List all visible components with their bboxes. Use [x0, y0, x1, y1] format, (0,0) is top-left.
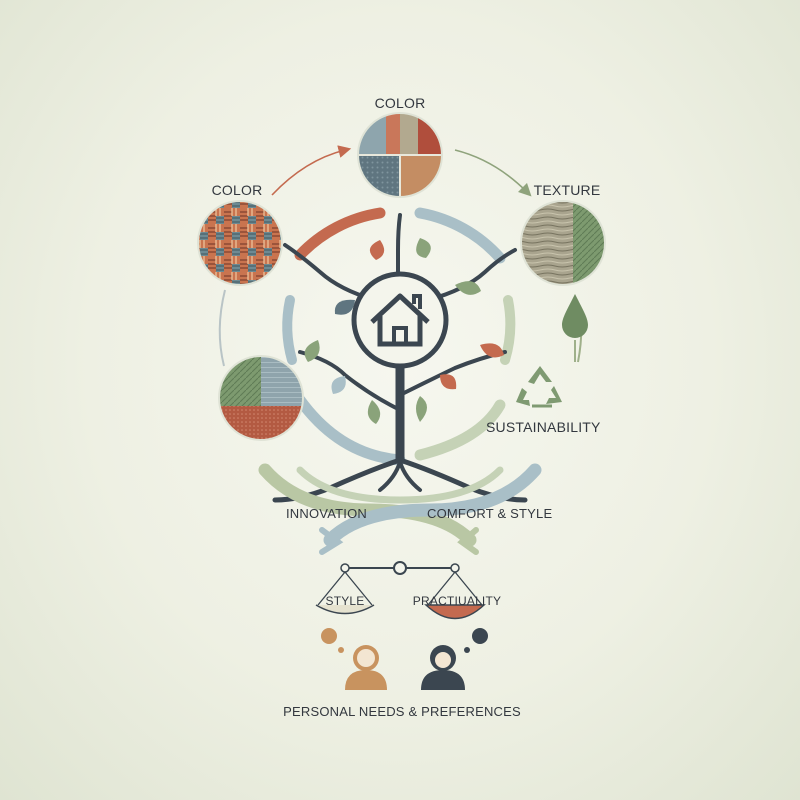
label-color-left: COLOR: [211, 182, 263, 198]
leaf-icon: [367, 400, 381, 424]
fabric-swatch: [218, 355, 304, 441]
leaf-icon: [334, 299, 355, 315]
person-icon: [421, 628, 488, 690]
label-practicality: PRACTIUALITY: [412, 594, 502, 608]
leaves: [304, 238, 504, 424]
leaf-icon: [304, 340, 320, 362]
label-sustainability: SUSTAINABILITY: [486, 419, 601, 435]
water-drop-icon: [562, 294, 588, 362]
color-swatch-left: [197, 200, 283, 286]
label-style: STYLE: [325, 594, 365, 608]
arc-blue-top: [414, 207, 506, 264]
label-comfort-style: COMFORT & STYLE: [427, 506, 553, 521]
texture-swatch: [520, 200, 606, 286]
arrow-top-to-texture: [454, 149, 532, 197]
person-icon: [321, 628, 387, 690]
leaf-icon: [331, 376, 346, 394]
arc-blue-bottom: [294, 394, 406, 466]
leaf-icon: [416, 238, 431, 258]
leaf-icon: [480, 343, 504, 358]
arc-sage-right: [500, 295, 516, 365]
leaf-icon: [455, 281, 481, 295]
label-color-top: COLOR: [374, 95, 426, 111]
leaf-icon: [440, 374, 457, 390]
leaf-icon: [416, 396, 427, 422]
arrow-color-left-to-top: [271, 145, 352, 196]
color-swatch-top: [357, 112, 443, 198]
outer-ring-left: [218, 289, 226, 367]
arc-terracotta: [294, 207, 386, 261]
leaf-icon: [369, 240, 385, 260]
house-icon: [351, 271, 449, 369]
label-personal-needs: PERSONAL NEEDS & PREFERENCES: [283, 704, 521, 719]
arc-sage-bottom: [414, 399, 506, 461]
label-texture: TEXTURE: [533, 182, 601, 198]
arc-blue-left: [282, 295, 297, 365]
balance-scale-icon: [315, 561, 486, 620]
innovation-comfort-arrows: [258, 463, 542, 555]
recycle-icon: [516, 366, 562, 408]
label-innovation: INNOVATION: [286, 506, 367, 521]
